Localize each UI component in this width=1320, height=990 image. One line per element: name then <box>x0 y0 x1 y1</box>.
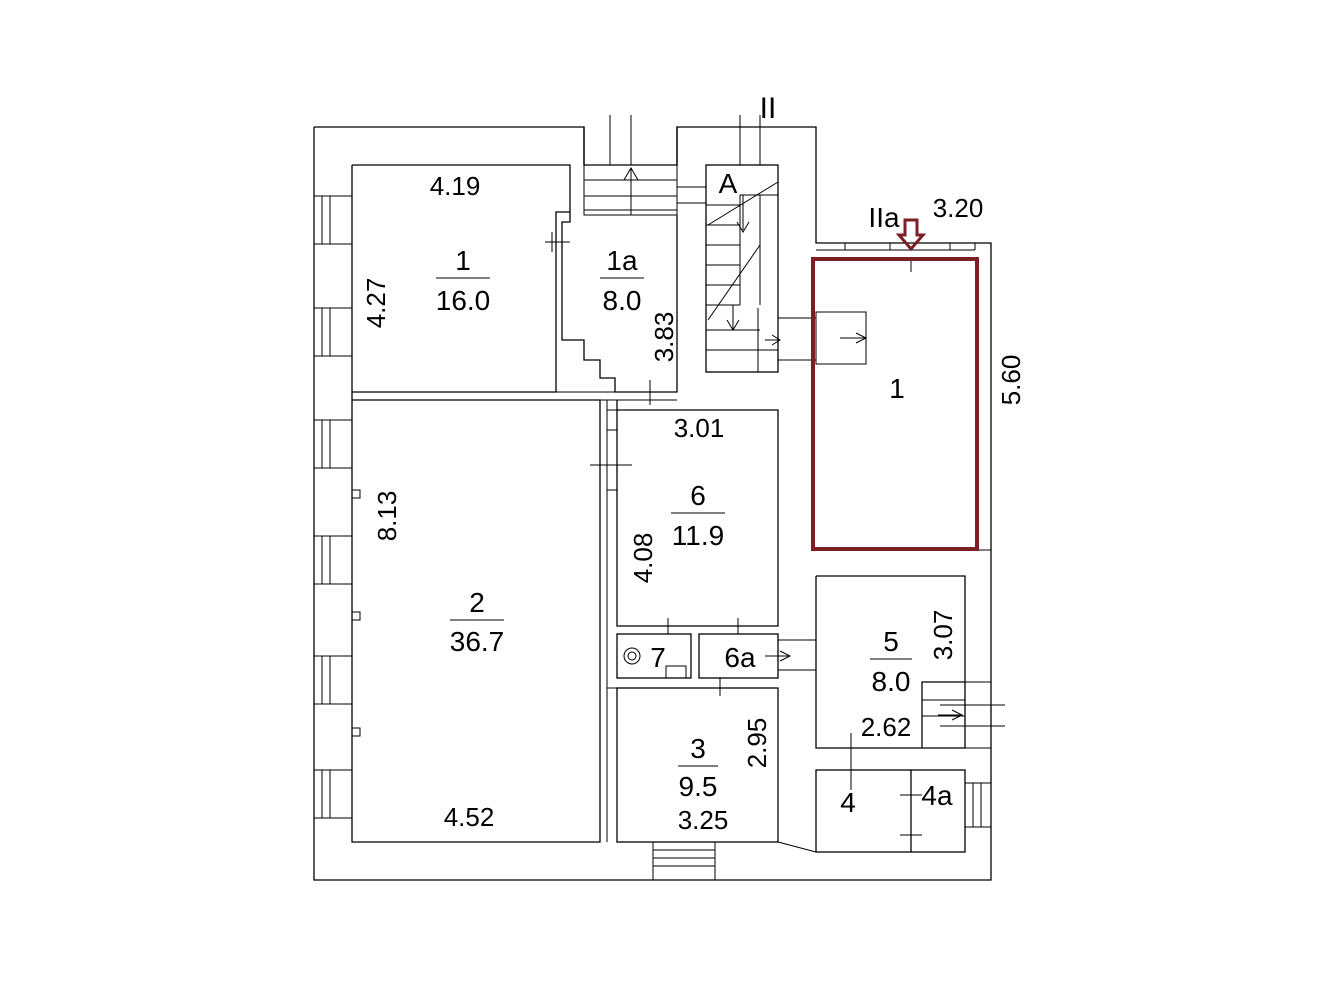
room-label-1a: 1a 8.0 <box>600 245 644 316</box>
room-number: 2 <box>469 587 485 618</box>
dimension-label: 3.25 <box>678 805 729 835</box>
corridor-stair-to-1 <box>765 311 868 365</box>
dimension-label: 4.19 <box>430 171 481 201</box>
dimension-label: 3.07 <box>928 610 958 661</box>
room-label-5: 5 8.0 <box>870 626 912 697</box>
dimension-label: 4.27 <box>361 278 391 329</box>
stair-label-a: A <box>719 168 738 199</box>
room-area: 8.0 <box>872 666 911 697</box>
room-2-walls <box>351 391 677 843</box>
room-area: 36.7 <box>450 626 505 657</box>
room-number: 1 <box>455 245 471 276</box>
room-label-6: 6 11.9 <box>671 480 725 551</box>
room-label-4: 4 <box>840 787 856 818</box>
dimension-label: 2.95 <box>742 718 772 769</box>
dimension-label: 8.13 <box>372 491 402 542</box>
dimension-label: 3.20 <box>933 193 984 223</box>
room-area: 8.0 <box>603 285 642 316</box>
room-label-4a: 4a <box>921 780 953 811</box>
dimension-label: 3.01 <box>674 413 725 443</box>
dimension-label: 5.60 <box>996 355 1026 406</box>
highlighted-room-outline <box>811 257 979 551</box>
dimension-label: 2.62 <box>861 712 912 742</box>
entrance-arrow-icon <box>895 218 927 252</box>
dimension-label: 3.83 <box>649 312 679 363</box>
dimension-label: 4.08 <box>628 533 658 584</box>
room-label-2: 2 36.7 <box>450 587 505 657</box>
room-number: 5 <box>883 626 899 657</box>
outer-walls <box>313 126 992 881</box>
section-mark-iia: IIa <box>868 202 900 233</box>
room-label-7: 7 <box>650 642 666 673</box>
room-3-walls <box>607 687 817 881</box>
room-label-1: 1 16.0 <box>436 245 491 316</box>
room-area: 16.0 <box>436 285 491 316</box>
upper-stair <box>583 115 678 216</box>
room-label-iia-1: 1 <box>889 373 905 404</box>
room-4-4a-walls <box>815 760 992 853</box>
left-windows <box>313 195 361 819</box>
section-mark-ii: II <box>760 92 777 125</box>
room-5-walls <box>815 575 1005 763</box>
room-7-6a-walls <box>616 618 816 696</box>
room-area: 11.9 <box>672 520 724 551</box>
room-number: 3 <box>690 733 706 764</box>
room-label-6a: 6a <box>724 642 756 673</box>
room-6-walls <box>590 400 779 627</box>
room-label-3: 3 9.5 <box>678 733 718 802</box>
room-number: 6 <box>690 480 706 511</box>
stair-a <box>705 115 779 373</box>
room-number: 1a <box>606 245 638 276</box>
room-area: 9.5 <box>679 771 718 802</box>
dimension-label: 4.52 <box>444 802 495 832</box>
